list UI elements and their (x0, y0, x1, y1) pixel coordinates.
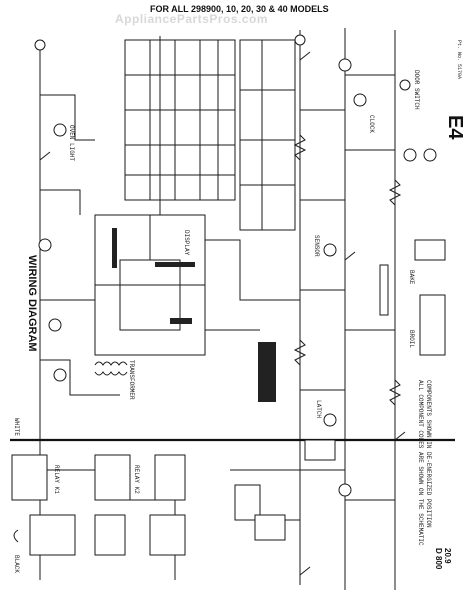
display-label: DISPLAY (183, 230, 190, 256)
white-wire-label: WHITE (13, 418, 20, 437)
relay-k2-label: RELAY K2 (133, 465, 140, 494)
sensor-label: SENSOR (313, 235, 320, 257)
relay-box-4 (94, 514, 126, 556)
part-number: Pt. No. 5170A (456, 40, 462, 80)
bracket-mark (13, 529, 19, 543)
black-wire-label: BLACK (13, 555, 20, 574)
switch-contact-3 (394, 431, 406, 441)
transformer-label: TRANSFORMER (128, 360, 135, 400)
heater-element-2 (388, 179, 402, 206)
lock-motor-box (304, 439, 336, 461)
pin-header-top (155, 262, 195, 267)
wire-1 (40, 94, 95, 141)
wire-5 (205, 239, 300, 301)
limiter-switch (379, 264, 389, 316)
relay-box-2 (29, 514, 76, 556)
latch-switch-box (234, 484, 261, 521)
relay-coil-1 (38, 238, 52, 252)
heater-element-3 (293, 339, 307, 366)
latch-motor (323, 413, 337, 427)
switch-contact-5 (299, 566, 311, 576)
oven-light-label: OVEN LIGHT (68, 125, 75, 162)
door-switch-terminal (399, 79, 411, 91)
models-header: FOR ALL 298900, 10, 20, 30 & 40 MODELS (150, 4, 329, 14)
relay-box-5 (154, 454, 186, 501)
relay-coil-2 (48, 318, 62, 332)
relay-box-1 (11, 454, 48, 501)
control-board (94, 214, 206, 356)
relay-box-6 (149, 514, 186, 556)
component-table (124, 39, 236, 201)
corner-label-1: 20.9 (443, 548, 452, 564)
pin-header-bottom (170, 318, 192, 324)
switch-contact-1 (299, 51, 311, 61)
switch-contact-2 (344, 251, 356, 261)
transformer-coil (94, 361, 128, 366)
diagram-title: WIRING DIAGRAM (26, 255, 38, 352)
door-switch-label: DOOR SWITCH (413, 70, 420, 110)
corner-label-2: D 800 (434, 548, 443, 570)
fuse-terminal (34, 39, 46, 51)
note-2: ALL COMPONENT CODES ARE SHOWN ON THE SCH… (417, 380, 424, 546)
clock-label: CLOCK (368, 115, 375, 134)
switch-table (239, 39, 296, 231)
bake-relay-box (254, 514, 286, 541)
heater-element-4 (388, 379, 402, 406)
motor-1 (338, 58, 352, 72)
broil-element (419, 294, 446, 356)
wire-15 (300, 469, 346, 520)
relay-box-3 (94, 454, 131, 501)
clock-motor (353, 93, 367, 107)
relay-k1-label: RELAY K1 (53, 465, 60, 494)
sheet-code: E4 (444, 115, 466, 140)
wire-4 (40, 359, 120, 396)
relay-coil-3 (53, 368, 67, 382)
broil-label: BROIL (408, 330, 415, 349)
heater-element-1 (293, 134, 307, 161)
wire-2 (40, 189, 81, 215)
convection-fan (423, 148, 437, 162)
note-1: COMPONENTS SHOWN IN DE-ENERGIZED POSITIO… (425, 380, 432, 528)
cooling-fan (403, 148, 417, 162)
oven-light-lamp (53, 123, 67, 137)
bake-element (414, 239, 446, 261)
latch-label: LATCH (315, 400, 322, 419)
switch-contact-4 (39, 151, 51, 161)
terminal-block-right (258, 342, 276, 402)
meat-probe-jack (338, 483, 352, 497)
watermark: AppliancePartsPros.com (115, 12, 269, 26)
pin-header-left (112, 228, 117, 268)
transformer-secondary (94, 371, 128, 376)
bake-label: BAKE (408, 270, 415, 285)
terminal-a (294, 34, 306, 46)
indicator-lamp (323, 243, 337, 257)
